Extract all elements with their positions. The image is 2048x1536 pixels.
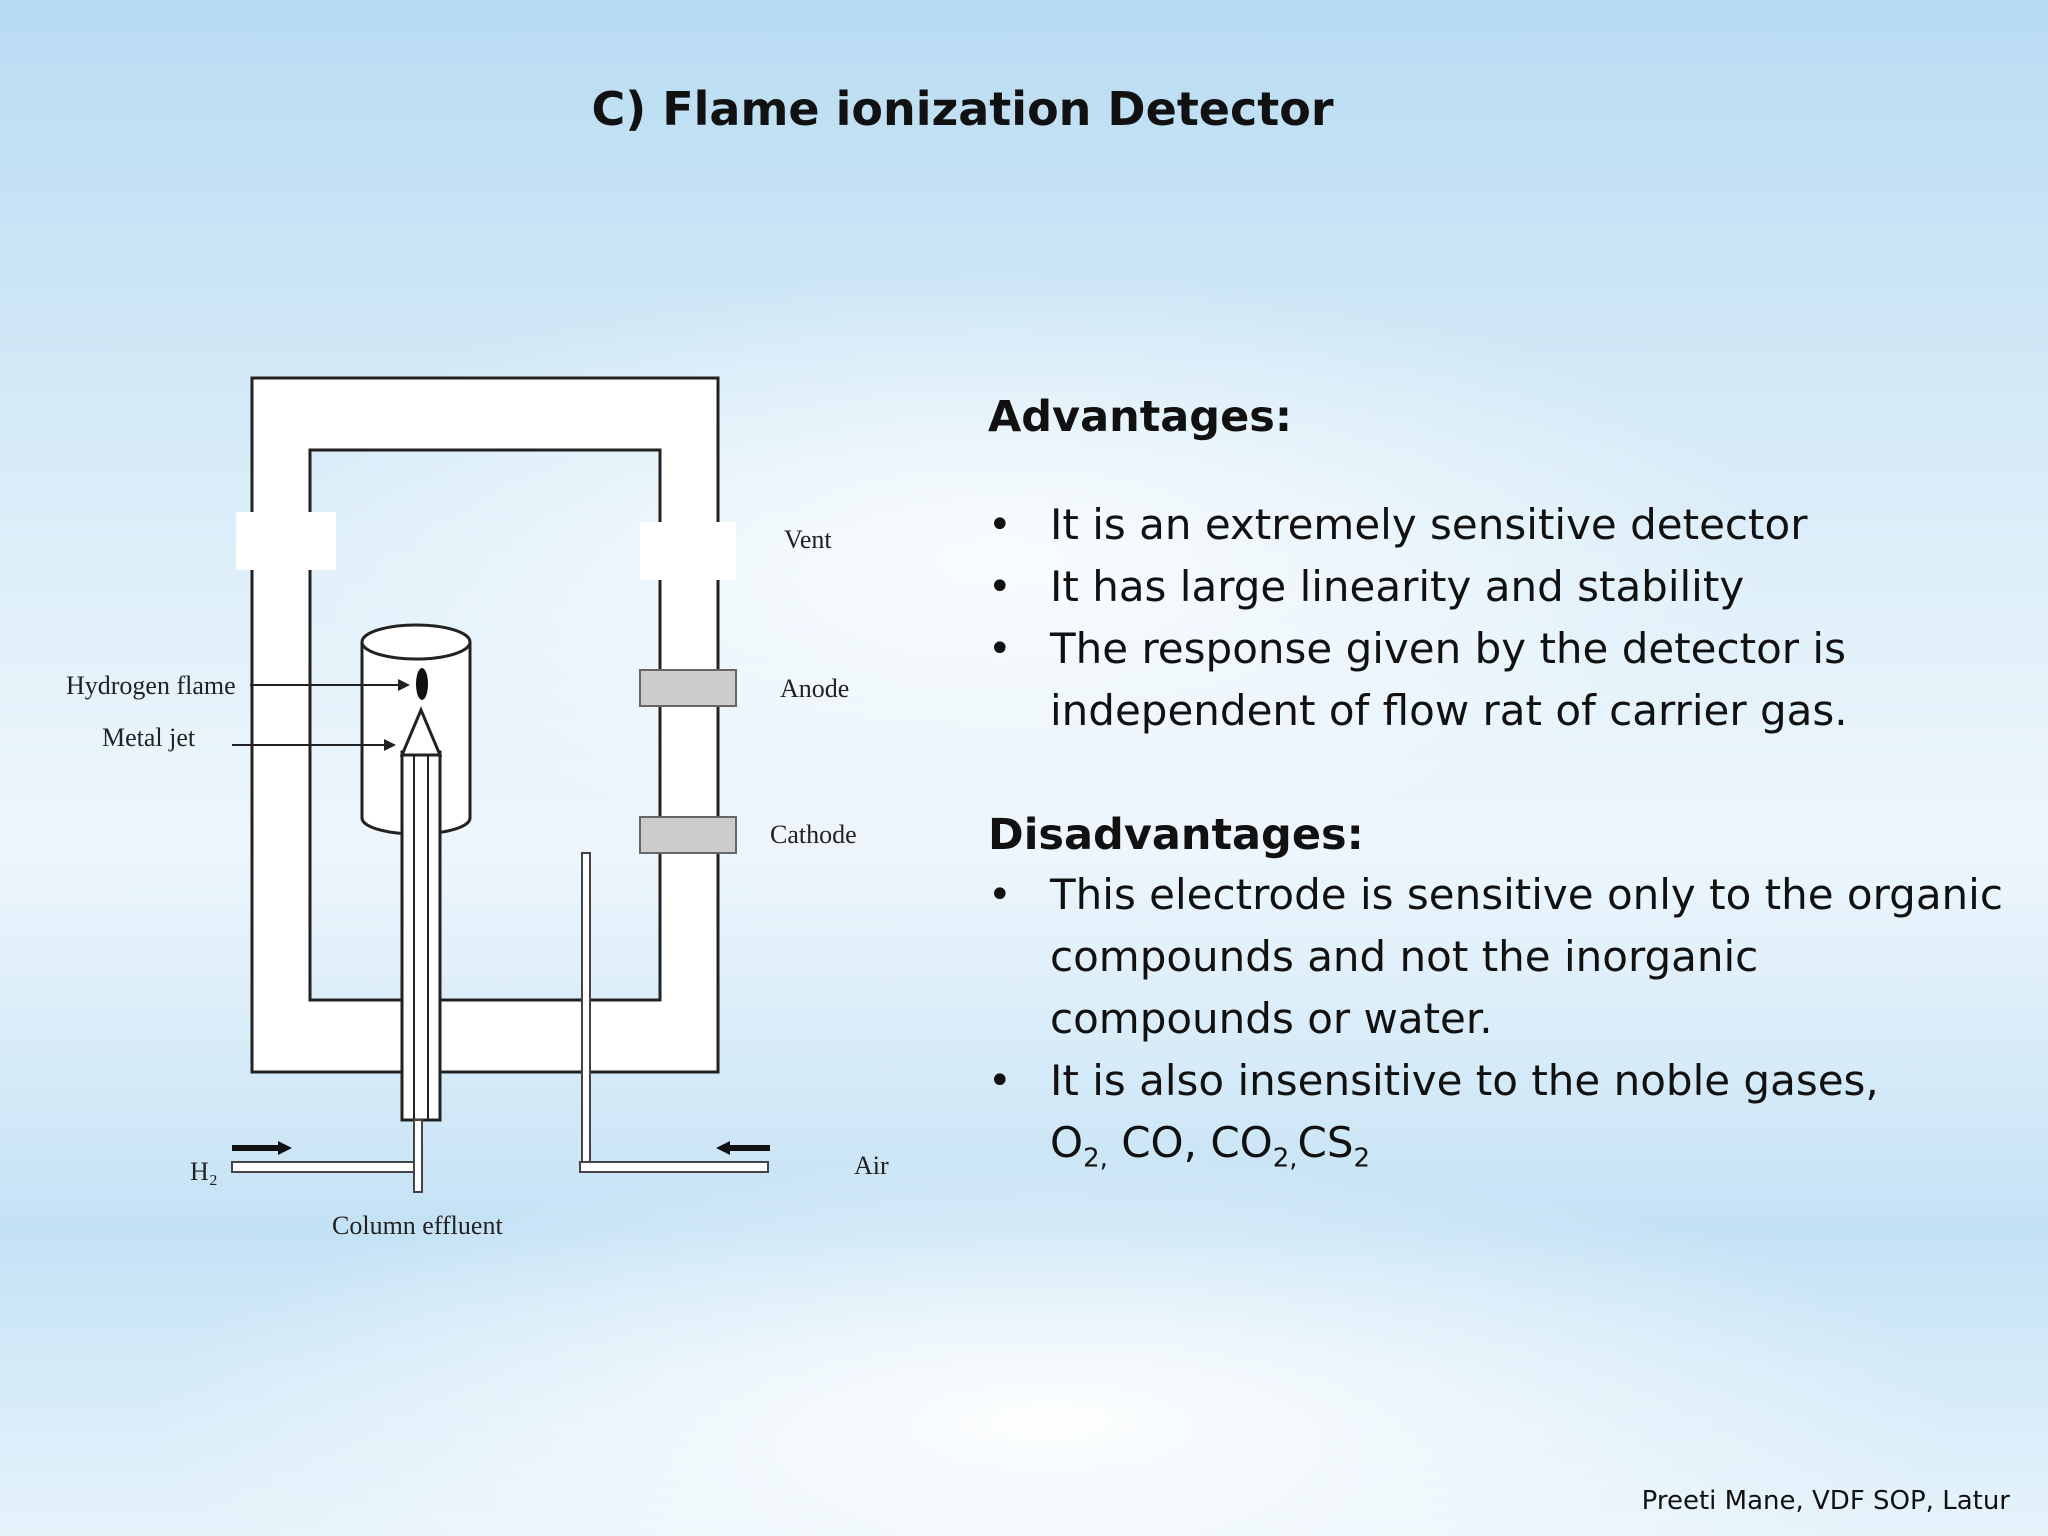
disadvantage-item: It is also insensitive to the noble gase… bbox=[988, 1050, 2008, 1189]
hydrogen-flame-pointer-icon bbox=[250, 679, 410, 691]
label-metal-jet: Metal jet bbox=[102, 723, 196, 752]
housing-gap-left bbox=[236, 512, 336, 570]
housing-gap-vent bbox=[640, 522, 736, 580]
air-inlet-pipe bbox=[579, 1161, 769, 1173]
label-h2: H₂ bbox=[190, 1157, 218, 1186]
disadvantages-list: This electrode is sensitive only to the … bbox=[988, 864, 2008, 1189]
jet-tube bbox=[400, 750, 442, 1122]
disadvantage-item-text: It is also insensitive to the noble gase… bbox=[1050, 1055, 1879, 1105]
label-vent: Vent bbox=[784, 525, 832, 554]
label-air: Air bbox=[854, 1151, 889, 1180]
h2-inlet-pipe bbox=[231, 1161, 421, 1173]
gas-list: O2, CO, CO2,CS2 bbox=[1050, 1117, 1371, 1174]
advantage-item: It is an extremely sensitive detector bbox=[988, 494, 2008, 556]
air-flow-arrow-icon bbox=[716, 1141, 770, 1155]
label-column-effluent: Column effluent bbox=[332, 1211, 503, 1240]
advantages-list: It is an extremely sensitive detector It… bbox=[988, 494, 2008, 742]
label-hydrogen-flame: Hydrogen flame bbox=[66, 671, 236, 700]
advantage-item: The response given by the detector is in… bbox=[988, 618, 2008, 742]
slide-title: C) Flame ionization Detector bbox=[591, 82, 1334, 136]
disadvantages-heading: Disadvantages: bbox=[988, 809, 1364, 860]
collector-rod bbox=[581, 852, 591, 1169]
cathode-electrode bbox=[639, 816, 737, 854]
label-anode: Anode bbox=[780, 674, 849, 703]
metal-jet-tip bbox=[399, 706, 443, 757]
advantage-item: It has large linearity and stability bbox=[988, 556, 2008, 618]
label-cathode: Cathode bbox=[770, 820, 857, 849]
hydrogen-flame-icon bbox=[416, 668, 428, 700]
chimney-top bbox=[360, 623, 472, 661]
disadvantage-item: This electrode is sensitive only to the … bbox=[988, 864, 2008, 1050]
metal-jet-pointer-icon bbox=[232, 739, 396, 751]
anode-electrode bbox=[639, 669, 737, 707]
advantages-heading: Advantages: bbox=[988, 392, 1293, 442]
h2-flow-arrow-icon bbox=[232, 1141, 292, 1155]
footer-credit: Preeti Mane, VDF SOP, Latur bbox=[1641, 1486, 2010, 1516]
text-panel: Advantages: It is an extremely sensitive… bbox=[988, 390, 2008, 1189]
fid-diagram: Vent Anode Cathode Hydrogen flame Metal … bbox=[66, 376, 889, 1240]
detector-housing bbox=[250, 376, 720, 1074]
